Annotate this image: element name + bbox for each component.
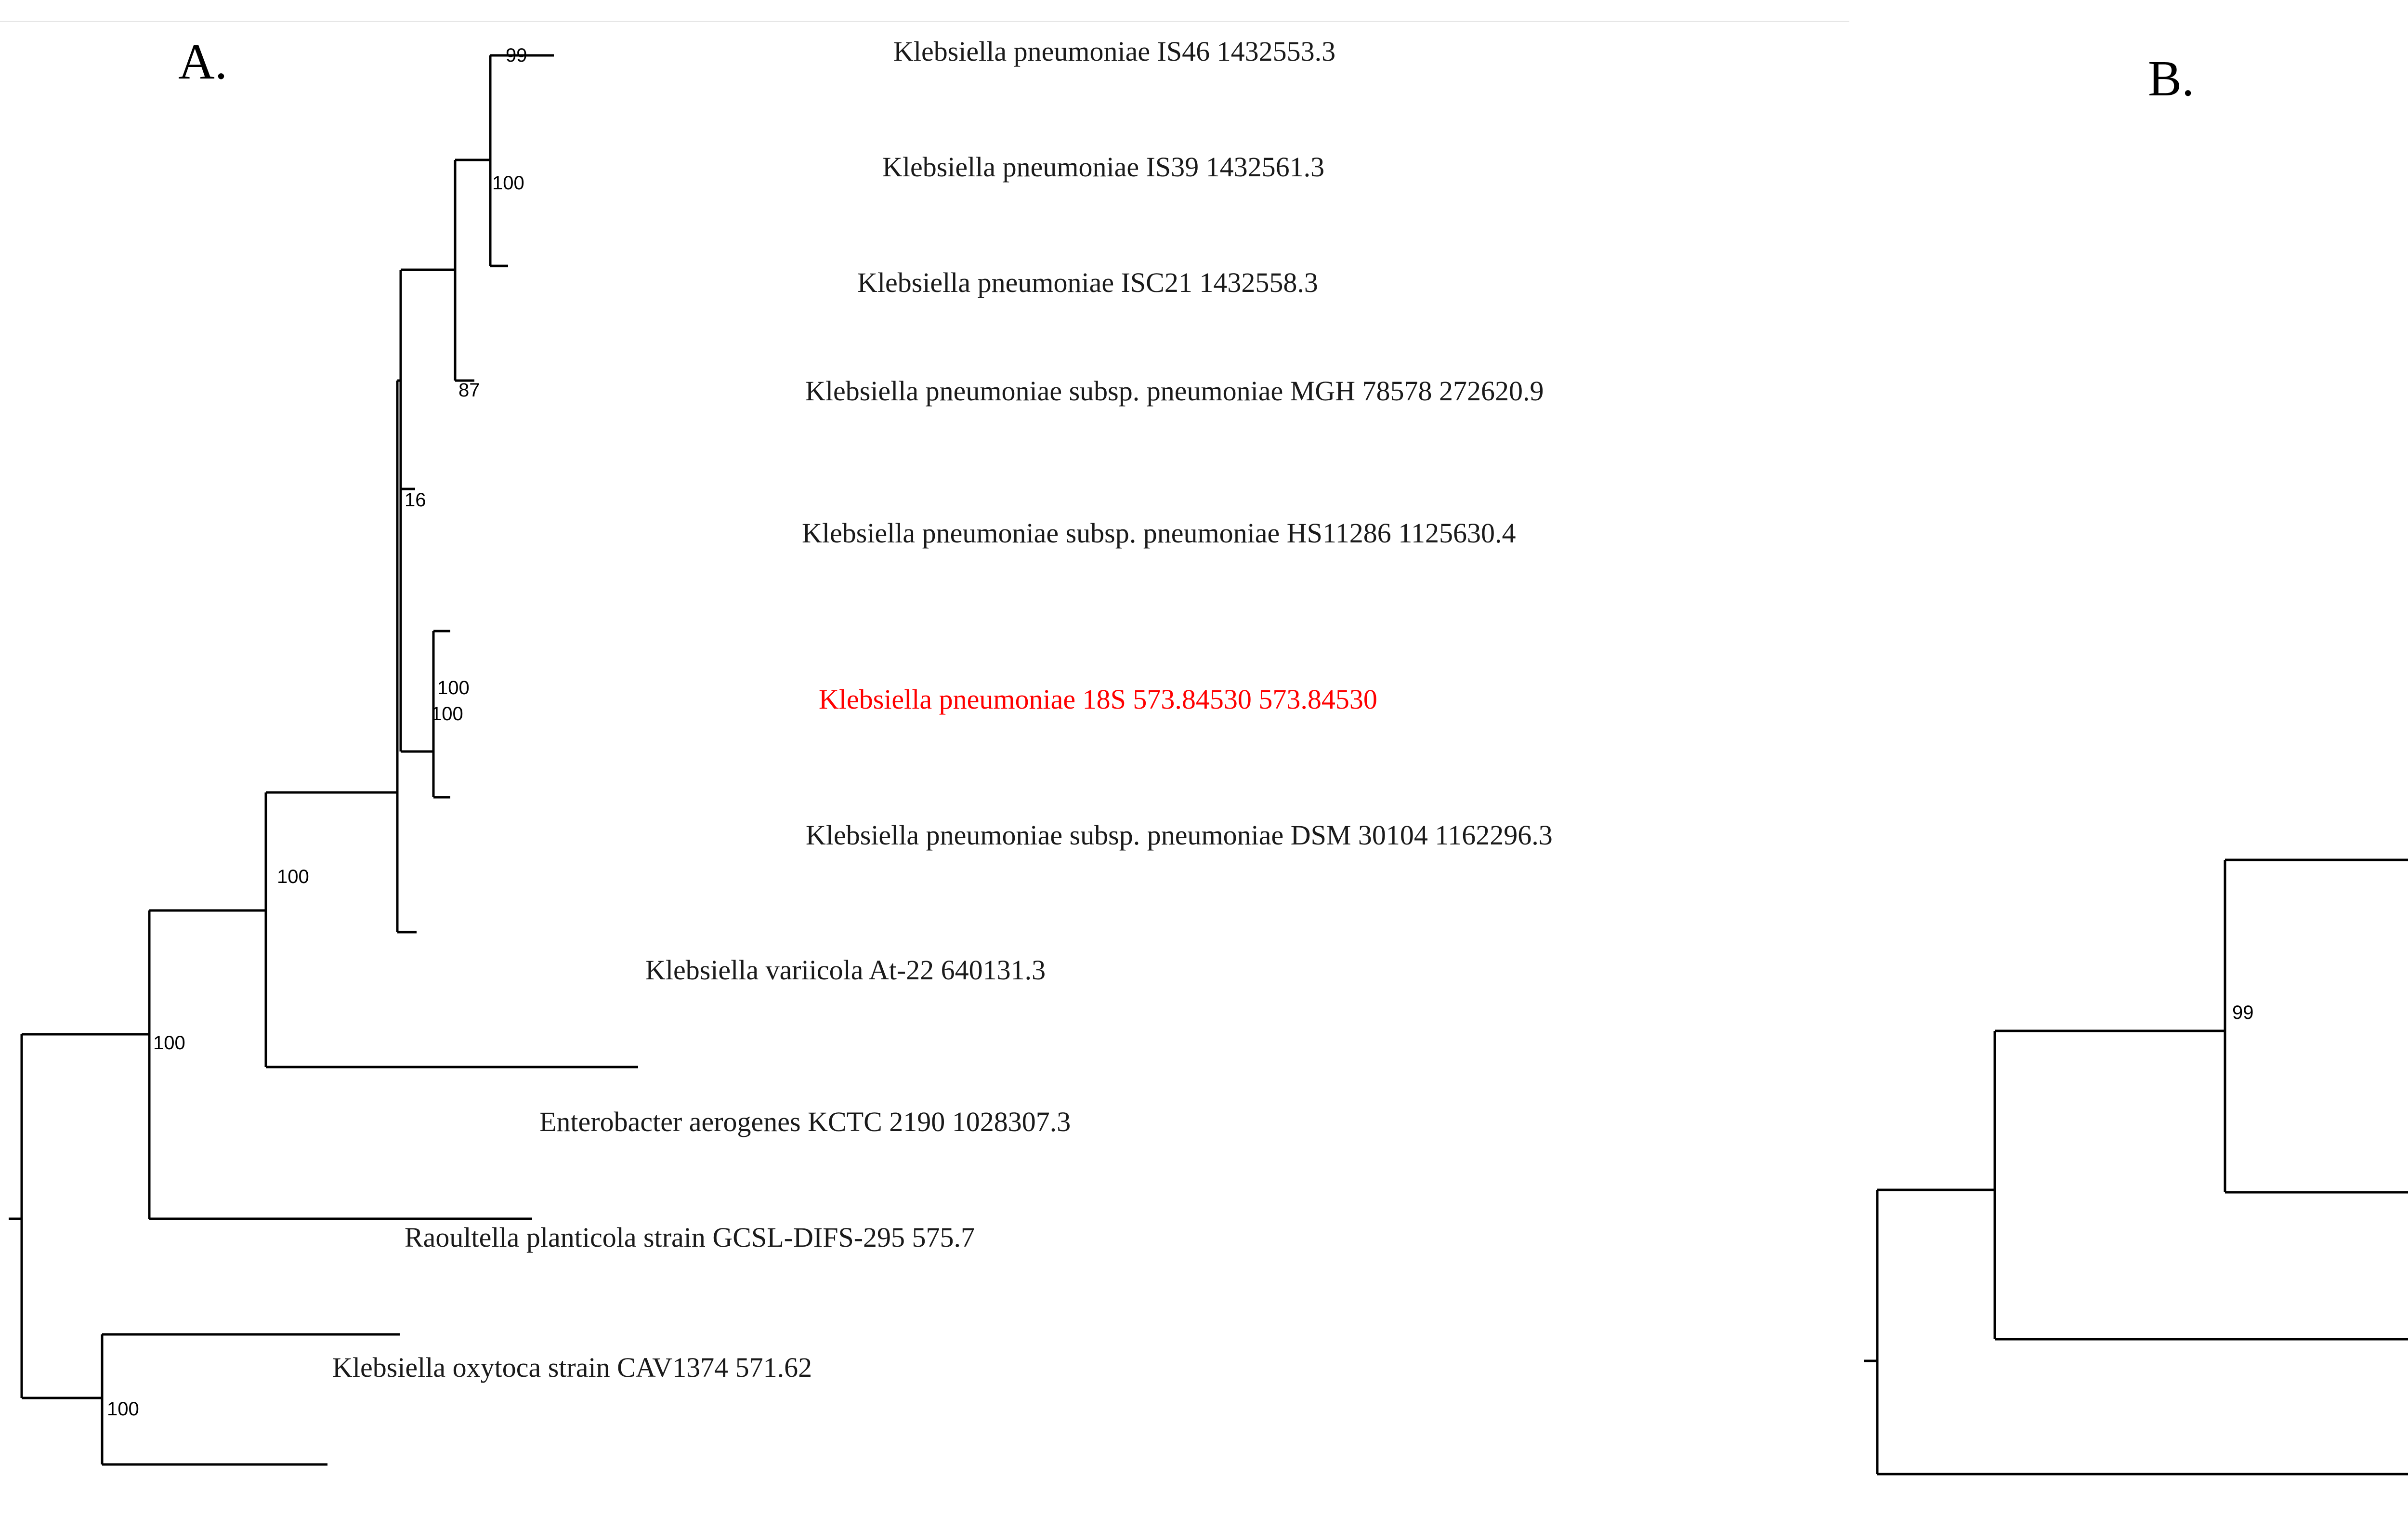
bootstrap-support-value: 99 <box>506 45 527 66</box>
panel-b-tree-branches: <路 /> <box>1864 858 2408 1476</box>
panel-b-letter: B. <box>2148 50 2195 106</box>
panel-a-letter: A. <box>178 33 228 90</box>
taxon-label: Klebsiella pneumoniae subsp. pneumoniae … <box>806 819 1553 851</box>
panel-a: A. <box>9 33 1553 1466</box>
taxon-label-highlighted: Klebsiella pneumoniae 18S 573.84530 573.… <box>819 684 1377 715</box>
taxon-label: Klebsiella pneumoniae IS39 1432561.3 <box>882 151 1325 183</box>
bootstrap-support-value: 99 <box>2232 1002 2254 1023</box>
taxon-label: Klebsiella variicola At-22 640131.3 <box>645 954 1046 986</box>
bootstrap-support-value: 100 <box>437 677 470 699</box>
bootstrap-support-value: 100 <box>107 1398 139 1420</box>
panel-b: B. <路 /> <box>1859 0 2408 1516</box>
taxon-label: Klebsiella pneumoniae subsp. pneumoniae … <box>805 375 1544 407</box>
bootstrap-support-value: 100 <box>492 172 524 194</box>
bootstrap-support-value: 100 <box>431 703 463 725</box>
taxon-label: Klebsiella oxytoca strain CAV1374 571.62 <box>332 1352 812 1383</box>
bootstrap-support-value: 87 <box>458 380 480 401</box>
bootstrap-support-value: 100 <box>277 866 309 887</box>
top-divider-rule <box>0 21 1849 22</box>
taxon-label: Klebsiella pneumoniae ISC21 1432558.3 <box>857 267 1318 298</box>
taxon-label: Raoultella planticola strain GCSL-DIFS-2… <box>405 1222 975 1253</box>
taxon-label: Klebsiella pneumoniae IS46 1432553.3 <box>893 36 1336 67</box>
panel-a-tree-branches <box>9 54 638 1466</box>
taxon-label: Enterobacter aerogenes KCTC 2190 1028307… <box>539 1106 1071 1137</box>
taxon-label: Klebsiella pneumoniae subsp. pneumoniae … <box>802 517 1516 549</box>
bootstrap-support-value: 100 <box>153 1032 185 1054</box>
bootstrap-support-value: 16 <box>405 489 426 511</box>
